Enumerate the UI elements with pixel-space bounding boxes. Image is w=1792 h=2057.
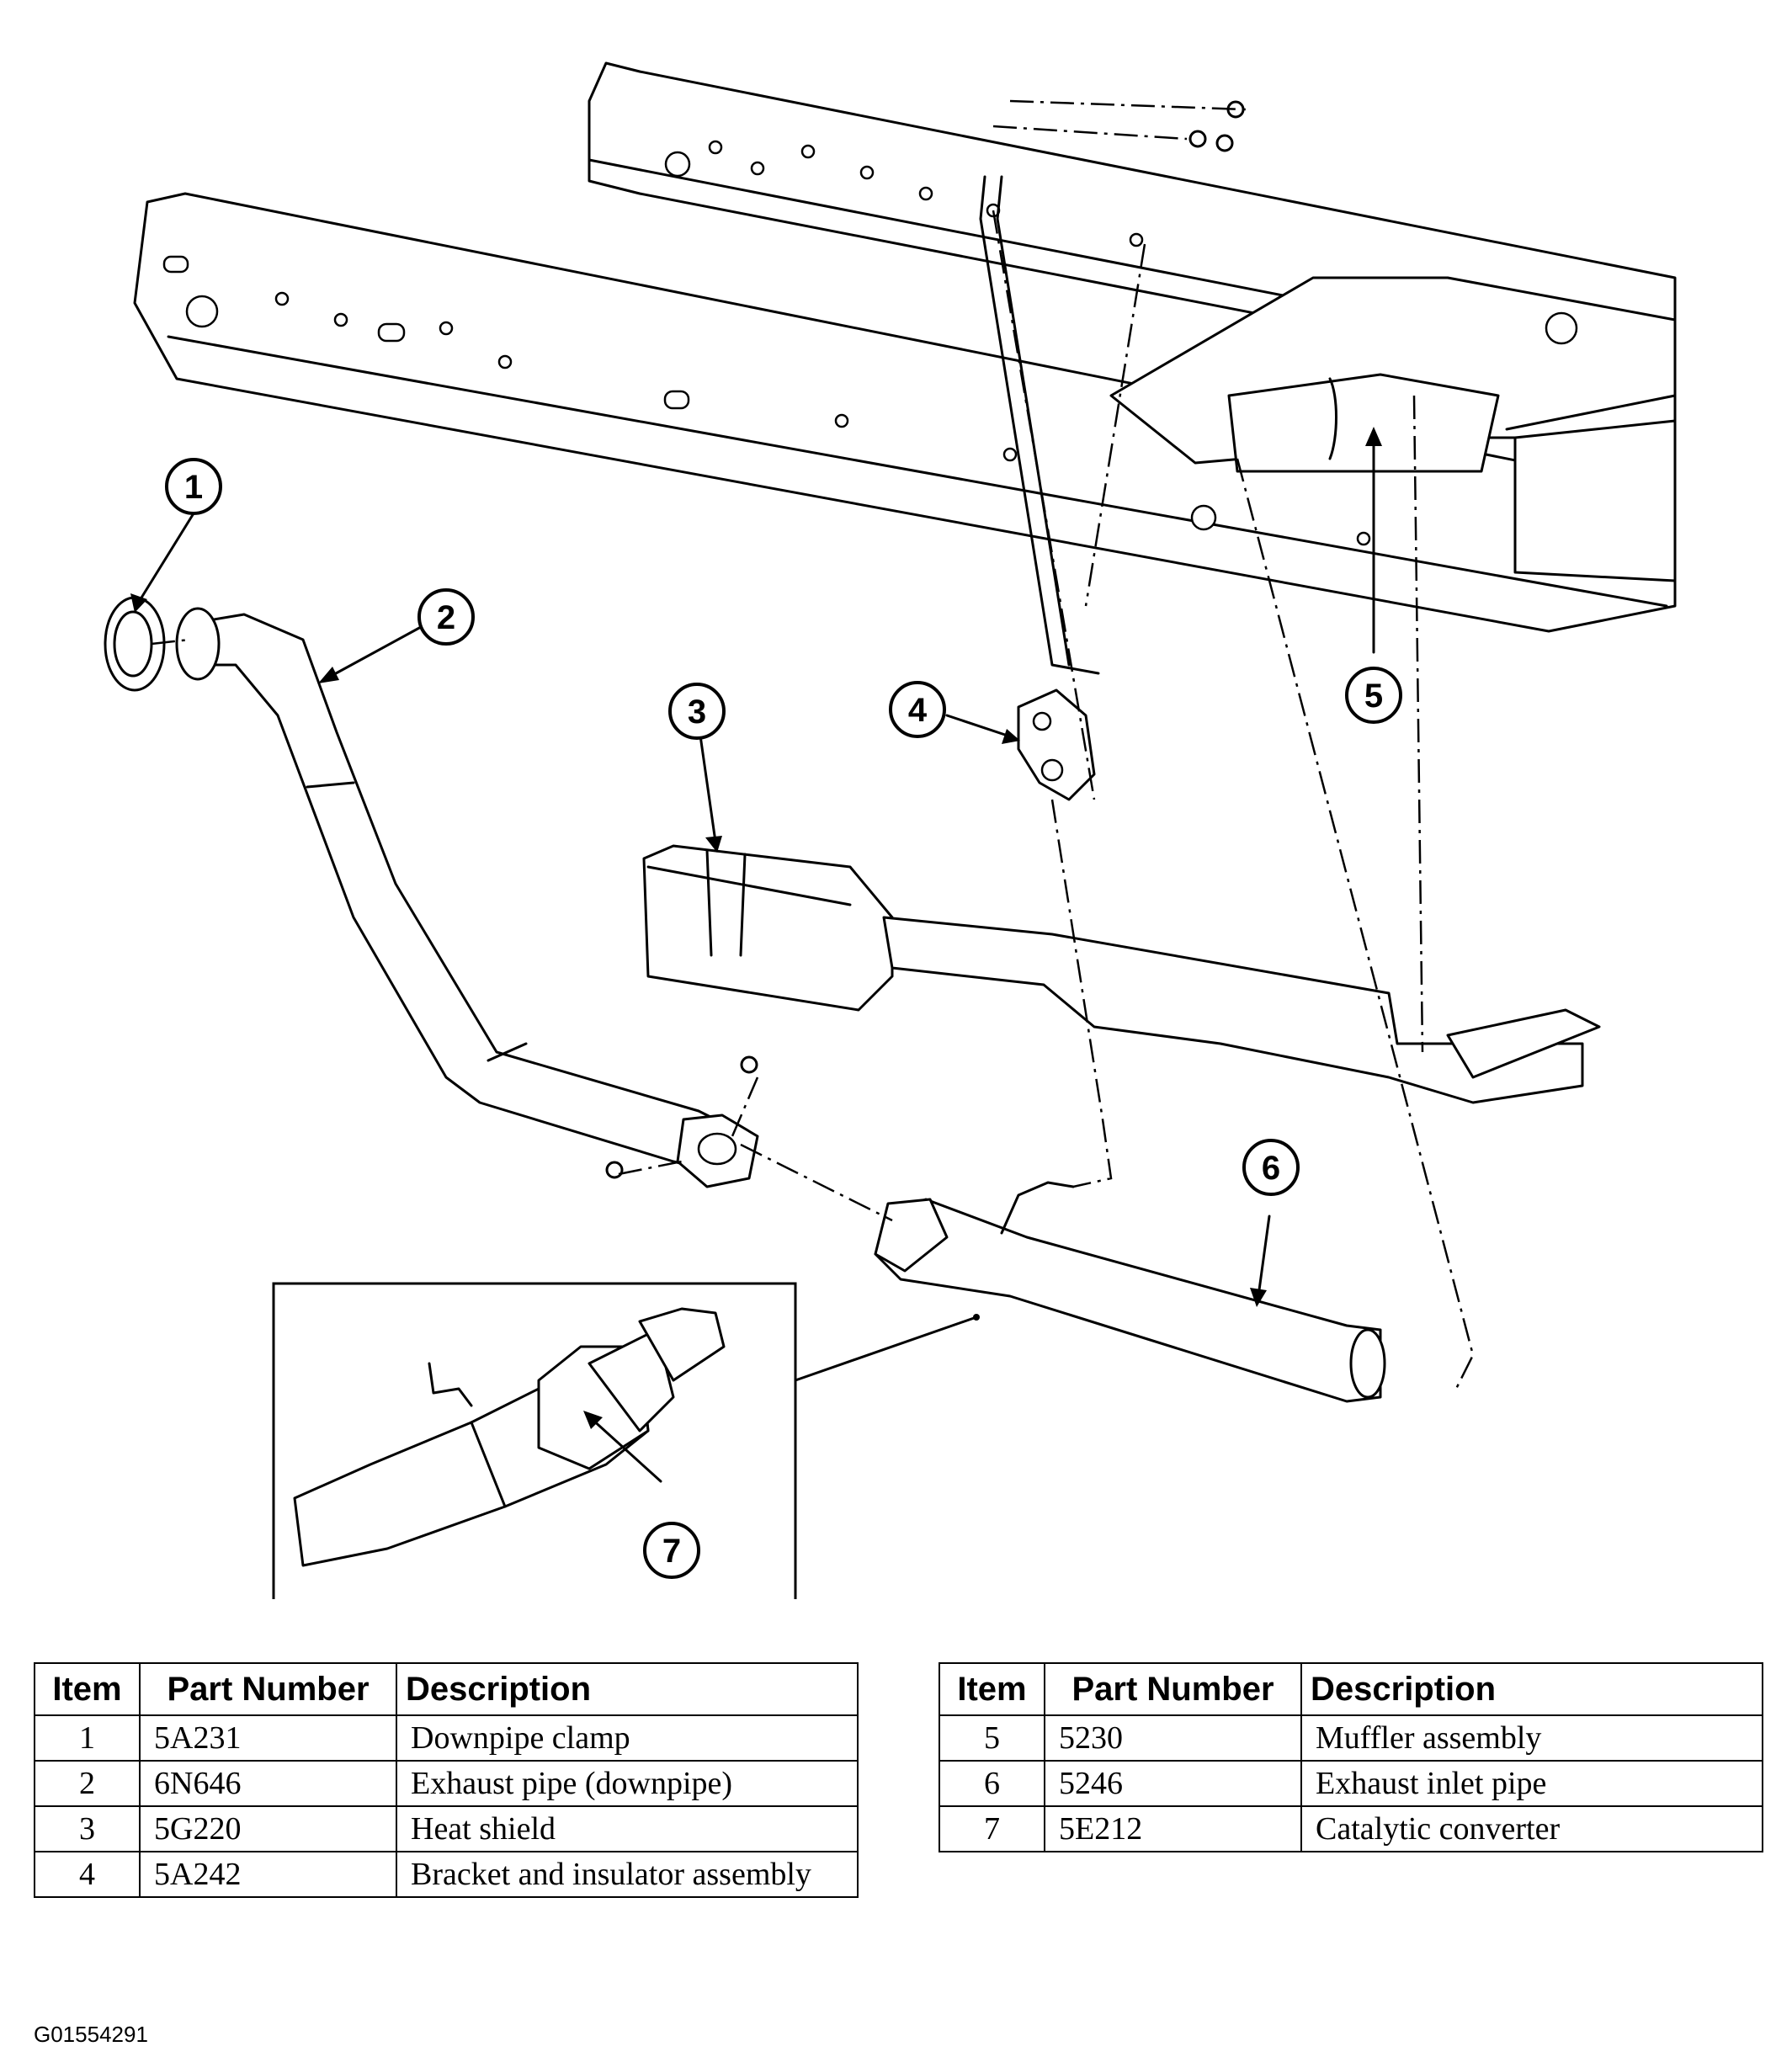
item-cell: 7 [939,1805,1045,1852]
header-description: Description [396,1662,859,1716]
svg-text:1: 1 [184,469,203,506]
header-item: Item [939,1662,1045,1716]
callout-5: 5 [1345,667,1402,724]
callout-4: 4 [889,681,946,738]
description-cell: Exhaust inlet pipe [1300,1760,1763,1807]
description-cell: Downpipe clamp [396,1714,859,1762]
part-number-cell: 5G220 [139,1805,397,1852]
item-cell: 6 [939,1760,1045,1807]
table-row: 5 5230 Muffler assembly [939,1714,1763,1762]
table-row: 1 5A231 Downpipe clamp [34,1714,859,1762]
part-number-cell: 5246 [1044,1760,1302,1807]
svg-text:4: 4 [908,692,928,729]
table-row: 3 5G220 Heat shield [34,1805,859,1852]
frame-rail-front [133,192,1677,633]
part-number-cell: 5A231 [139,1714,397,1762]
figure-id: G01554291 [34,2022,148,2047]
header-item: Item [34,1662,141,1716]
description-cell: Bracket and insulator assembly [396,1851,859,1898]
header-description: Description [1300,1662,1763,1716]
svg-text:5: 5 [1364,678,1383,715]
leader-arrows [130,427,1382,1483]
item-cell: 3 [34,1805,141,1852]
svg-text:2: 2 [437,599,455,636]
part-number-cell: 6N646 [139,1760,397,1807]
part-number-cell: 5E212 [1044,1805,1302,1852]
table-row: 4 5A242 Bracket and insulator assembly [34,1851,859,1898]
header-part-number: Part Number [1044,1662,1302,1716]
svg-text:7: 7 [662,1533,681,1570]
muffler [1227,373,1500,473]
item-cell: 4 [34,1851,141,1898]
parts-table-left: Item Part Number Description 1 5A231 Dow… [34,1662,859,1898]
exhaust-downpipe [175,607,759,1188]
description-cell: Catalytic converter [1300,1805,1763,1852]
callout-1: 1 [165,458,222,515]
callout-3: 3 [668,683,726,740]
description-cell: Heat shield [396,1805,859,1852]
item-cell: 1 [34,1714,141,1762]
exhaust-inlet-pipe [874,1181,1386,1403]
svg-text:6: 6 [1262,1150,1280,1187]
callout-7: 7 [643,1522,700,1579]
table-row: 7 5E212 Catalytic converter [939,1805,1763,1852]
table-row: 2 6N646 Exhaust pipe (downpipe) [34,1760,859,1807]
catalytic-converter-inset [272,1282,980,1599]
table-header-row: Item Part Number Description [939,1662,1763,1716]
svg-text:3: 3 [688,694,706,731]
assembly-lines [151,99,1475,1390]
callout-2: 2 [417,588,475,646]
callout-6: 6 [1242,1139,1300,1196]
item-cell: 5 [939,1714,1045,1762]
fasteners [605,100,1245,1179]
description-cell: Muffler assembly [1300,1714,1763,1762]
description-cell: Exhaust pipe (downpipe) [396,1760,859,1807]
exhaust-system-diagram: 1 2 3 4 5 6 7 [104,61,1677,1599]
item-cell: 2 [34,1760,141,1807]
heat-shield [642,844,1601,1104]
parts-table-right: Item Part Number Description 5 5230 Muff… [939,1662,1763,1852]
part-number-cell: 5A242 [139,1851,397,1898]
table-row: 6 5246 Exhaust inlet pipe [939,1760,1763,1807]
part-number-cell: 5230 [1044,1714,1302,1762]
downpipe-clamp [104,596,166,692]
table-header-row: Item Part Number Description [34,1662,859,1716]
hanger-bracket [979,175,1100,801]
header-part-number: Part Number [139,1662,397,1716]
